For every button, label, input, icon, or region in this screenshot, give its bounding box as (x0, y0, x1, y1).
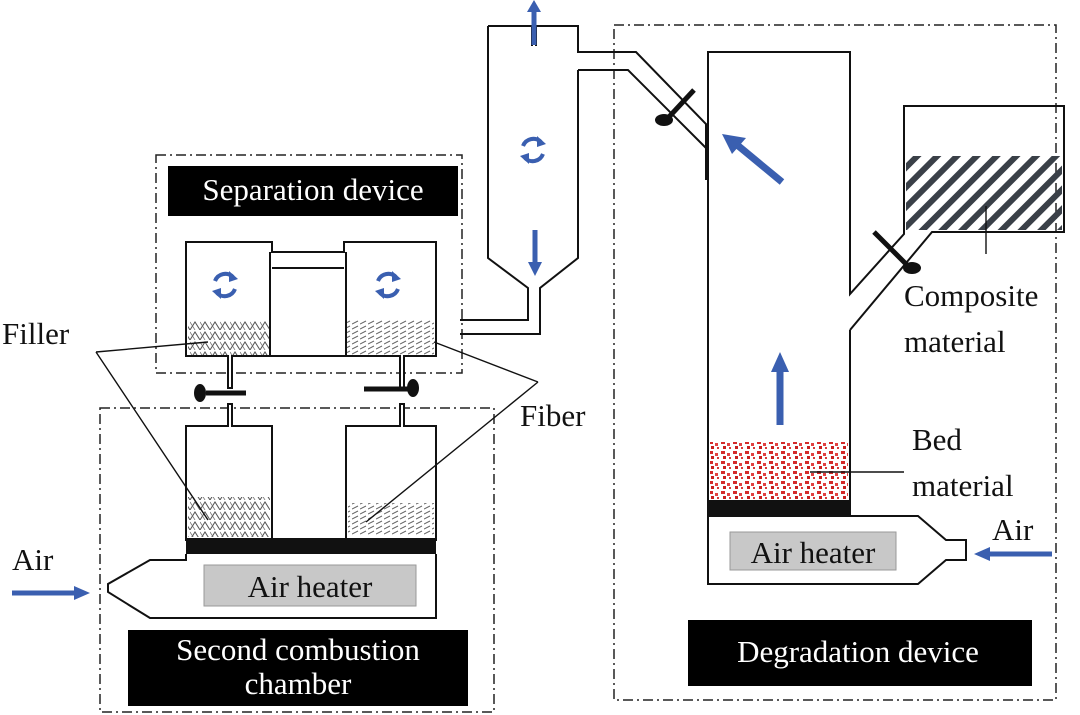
reactor-distributor-plate (708, 500, 850, 516)
air-heater-left-label: Air heater (248, 569, 373, 604)
second-combustion-label-box (128, 630, 468, 706)
fiber-layer-top (346, 320, 434, 355)
cyclone-separator (460, 25, 614, 335)
composite-material-fill (906, 156, 1062, 230)
bed-material-label-line2: material (912, 468, 1014, 503)
degradation-reactor (614, 51, 1065, 585)
second-combustion-label-line1: Second combustion (176, 632, 420, 667)
separation-cyclone-left (185, 241, 437, 389)
second-combustion-label-line2: chamber (245, 666, 352, 701)
cyclone-swirl-icon (518, 134, 548, 166)
air-label-right: Air (992, 512, 1034, 547)
filler-layer-bottom (188, 497, 270, 537)
degradation-device-label-box (688, 620, 1032, 686)
valve-icon (194, 384, 246, 402)
bed-material-label-line1: Bed (912, 422, 962, 457)
fiber-label: Fiber (520, 398, 586, 433)
valve-icon (655, 88, 696, 126)
valve-icon (872, 230, 921, 274)
valve-icon (364, 379, 419, 397)
second-combustion-region (99, 407, 495, 713)
flow-arrow-icon (12, 586, 90, 600)
leader-lines (95, 206, 987, 523)
separation-device-region (155, 154, 463, 374)
air-heater-left (203, 564, 417, 607)
flow-arrow-icon (974, 547, 1052, 561)
composite-material-label-line1: Composite (904, 278, 1038, 313)
combustion-vessels (107, 403, 437, 619)
filler-label: Filler (2, 316, 70, 351)
air-label-left: Air (12, 542, 54, 577)
bed-material-fill (710, 442, 848, 500)
degradation-device-label: Degradation device (737, 634, 979, 669)
separation-device-label: Separation device (202, 172, 423, 207)
fiber-layer-bottom (348, 503, 434, 535)
filler-layer-top (188, 320, 270, 355)
separation-device-label-box (168, 166, 458, 216)
air-heater-right (729, 531, 897, 571)
flow-arrow-icon (528, 230, 542, 276)
air-heater-right-label: Air heater (751, 535, 876, 570)
degradation-device-region (613, 24, 1057, 701)
composite-material-label-line2: material (904, 324, 1006, 359)
flow-arrow-icon (771, 352, 789, 425)
flow-arrow-icon (722, 134, 785, 185)
flow-arrow-icon (527, 0, 541, 45)
distributor-plate (186, 538, 436, 554)
